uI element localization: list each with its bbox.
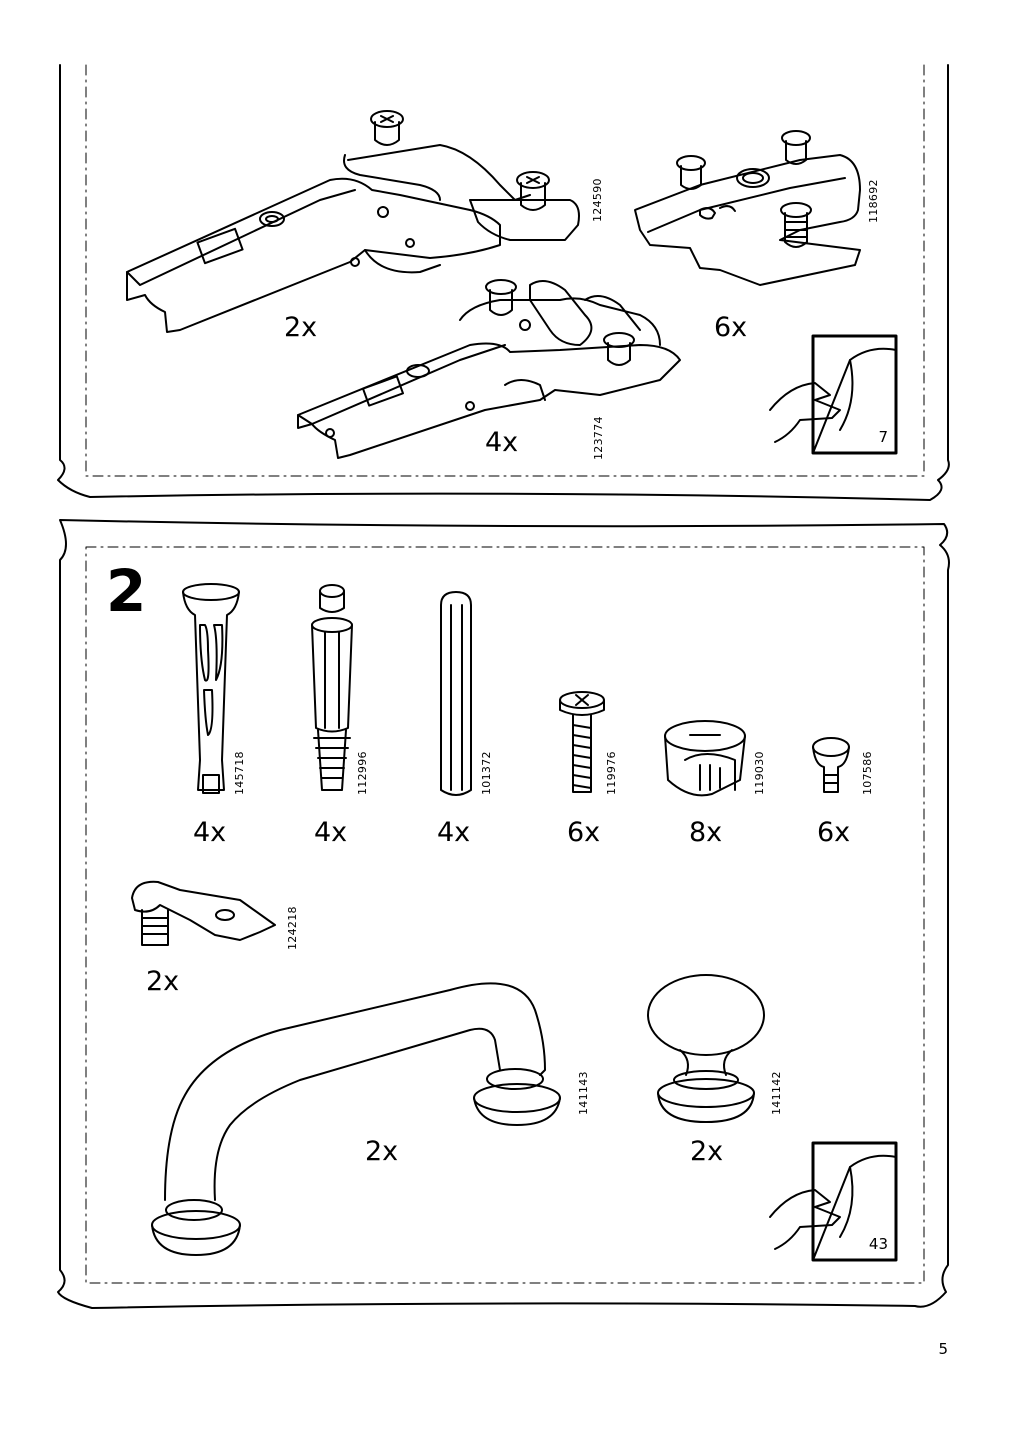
- part-qty-101372: 4x: [437, 817, 471, 848]
- part-qty-119030: 8x: [689, 817, 723, 848]
- part-qty-141143: 2x: [365, 1136, 399, 1167]
- shelf-pin-107586-drawing: [812, 737, 850, 793]
- part-qty-118692: 6x: [714, 312, 748, 343]
- hinge-123774-drawing: [297, 279, 681, 459]
- part-code-123774: 123774: [592, 416, 605, 460]
- part-code-101372: 101372: [480, 751, 493, 795]
- screw-119976-drawing: [559, 691, 605, 793]
- cam-lock-119030-drawing: [664, 720, 746, 797]
- page-ref-7: 7: [878, 428, 888, 446]
- part-qty-124218: 2x: [146, 966, 180, 997]
- part-code-124590: 124590: [591, 178, 604, 222]
- bracket-124218-drawing: [131, 880, 276, 946]
- part-qty-123774: 4x: [485, 427, 519, 458]
- page-ref-icon-43: [769, 1141, 898, 1262]
- knob-141142-drawing: [647, 974, 765, 1123]
- part-code-119030: 119030: [753, 751, 766, 795]
- part-qty-141142: 2x: [690, 1136, 724, 1167]
- hinge-124590-drawing: [126, 110, 580, 333]
- part-code-141143: 141143: [577, 1071, 590, 1115]
- part-code-107586: 107586: [861, 751, 874, 795]
- part-code-118692: 118692: [867, 179, 880, 223]
- cam-dowel-112996-drawing: [311, 584, 353, 791]
- part-code-112996: 112996: [356, 751, 369, 795]
- part-code-119976: 119976: [605, 751, 618, 795]
- part-qty-112996: 4x: [314, 817, 348, 848]
- panel1-frame: [57, 64, 950, 501]
- part-qty-119976: 6x: [567, 817, 601, 848]
- part-qty-124590: 2x: [284, 312, 318, 343]
- handle-141143-drawing: [151, 982, 561, 1256]
- panel2-frame: [57, 519, 950, 1309]
- part-qty-145718: 4x: [193, 817, 227, 848]
- page-number: 5: [938, 1340, 948, 1358]
- connector-pin-145718-drawing: [182, 583, 240, 794]
- part-code-124218: 124218: [286, 906, 299, 950]
- part-qty-107586: 6x: [817, 817, 851, 848]
- step-number: 2: [106, 557, 147, 625]
- page-ref-43: 43: [868, 1235, 888, 1253]
- part-code-141142: 141142: [770, 1071, 783, 1115]
- wooden-dowel-101372-drawing: [440, 591, 472, 796]
- mounting-plate-118692-drawing: [634, 130, 861, 286]
- page-ref-icon-7: [769, 334, 898, 455]
- part-code-145718: 145718: [233, 751, 246, 795]
